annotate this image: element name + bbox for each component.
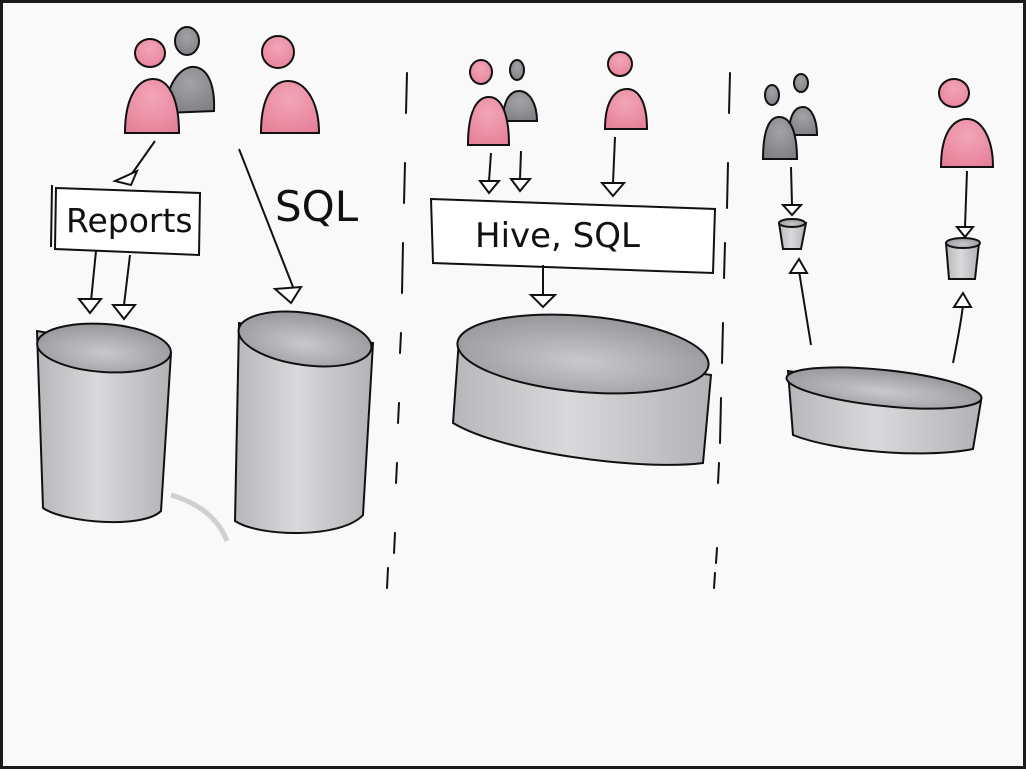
person-icon	[938, 78, 995, 168]
section-divider-2	[713, 72, 731, 589]
person-icon	[603, 51, 649, 130]
shadow-stroke	[170, 492, 230, 542]
person-icon	[466, 59, 511, 146]
arrow-icon	[111, 140, 156, 187]
hive-sql-box: Hive, SQL	[429, 197, 717, 275]
arrow-icon	[780, 166, 976, 239]
bucket-icon	[777, 218, 808, 250]
arrow-icon	[528, 265, 558, 309]
person-icon	[123, 38, 181, 134]
database-cylinder-icon	[35, 322, 173, 524]
person-icon	[259, 35, 321, 134]
arrow-icon	[788, 257, 973, 364]
section-divider-1	[386, 72, 408, 589]
arrow-icon	[238, 148, 303, 305]
person-icon	[787, 73, 819, 136]
person-icon	[501, 59, 539, 122]
reports-box: Reports	[50, 184, 202, 257]
diagram-svg: Reports SQL	[35, 26, 995, 589]
sql-label: SQL	[275, 182, 359, 231]
person-icon	[761, 84, 799, 160]
arrow-icon	[478, 136, 627, 198]
arrow-icon	[76, 250, 138, 321]
database-cylinder-icon	[785, 366, 983, 455]
reports-label: Reports	[66, 201, 193, 240]
person-icon	[164, 26, 216, 115]
bucket-icon	[944, 237, 981, 280]
hive-sql-label: Hive, SQL	[475, 216, 640, 256]
database-cylinder-icon	[233, 310, 375, 534]
database-cylinder-icon	[451, 313, 713, 466]
